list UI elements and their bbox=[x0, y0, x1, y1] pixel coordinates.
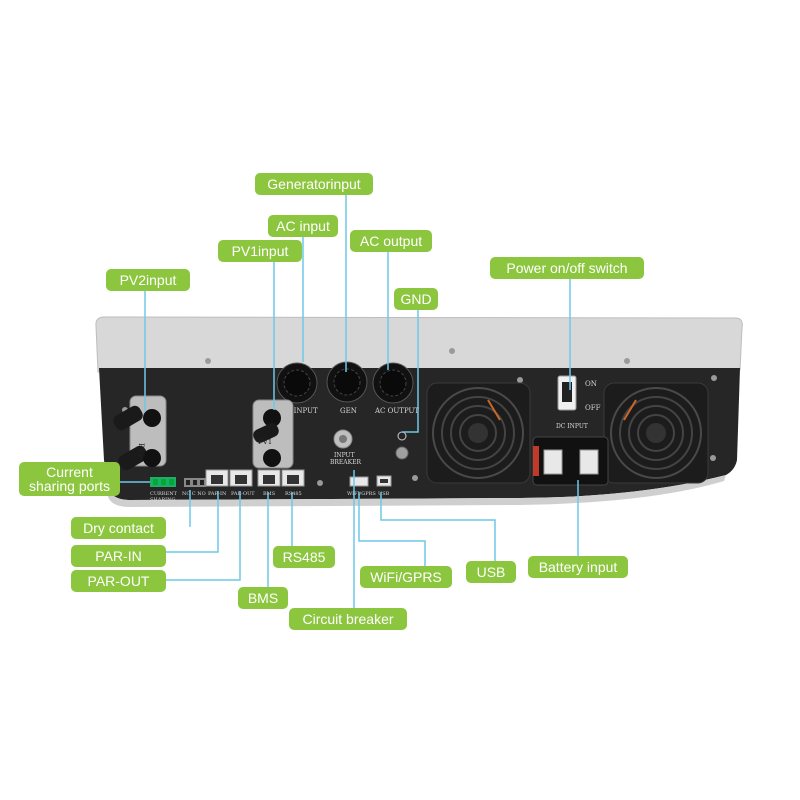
callout-ac-input: AC input bbox=[268, 215, 338, 237]
callout-par-in: PAR-IN bbox=[71, 545, 166, 567]
ac-input-gland bbox=[276, 362, 318, 404]
panel-label-off: OFF bbox=[585, 404, 601, 412]
panel-label-current-sharing-1: CURRENT bbox=[150, 491, 178, 497]
callout-current-sharing-line1: Current bbox=[46, 464, 93, 480]
leader-lines bbox=[120, 191, 579, 608]
dry-contact-port bbox=[184, 478, 206, 487]
power-switch bbox=[557, 375, 577, 411]
panel-label-input-breaker-1: INPUT bbox=[334, 452, 355, 459]
cooling-fan-right bbox=[603, 382, 709, 484]
current-sharing-port bbox=[150, 477, 176, 487]
panel-label-nc-c-no: NC C NO bbox=[182, 491, 206, 497]
callout-circuit-breaker: Circuit breaker bbox=[289, 608, 407, 630]
cooling-fan-left bbox=[426, 382, 531, 484]
callout-usb: USB bbox=[466, 561, 516, 583]
callout-rs485: RS485 bbox=[273, 546, 335, 568]
panel-label-gen: GEN bbox=[340, 407, 357, 415]
pv1-connectors bbox=[252, 399, 294, 469]
rj45-par-out bbox=[229, 469, 253, 487]
wifi-gprs-port bbox=[349, 476, 369, 487]
panel-label-ac-input: AC INPUT bbox=[280, 407, 318, 415]
panel-label-wifi-gprs: WIFI/GPRS bbox=[347, 491, 376, 497]
callout-generator-input: Generatorinput bbox=[255, 173, 373, 195]
housing-bottom-bevel bbox=[108, 475, 726, 507]
callout-par-out: PAR-OUT bbox=[71, 570, 166, 592]
callout-gnd: GND bbox=[394, 288, 438, 310]
panel-label-current-sharing-2: SHARING bbox=[150, 497, 176, 503]
callout-power-switch: Power on/off switch bbox=[490, 257, 644, 279]
callout-wifi-gprs: WiFi/GPRS bbox=[360, 566, 452, 588]
panel-label-rs485: RS485 bbox=[285, 491, 302, 497]
panel-label-bms: BMS bbox=[263, 491, 276, 497]
panel-label-pv1: PV1 bbox=[258, 438, 272, 446]
rj45-bms bbox=[257, 469, 281, 487]
callout-dry-contact: Dry contact bbox=[71, 517, 166, 539]
callout-ac-output: AC output bbox=[350, 230, 432, 252]
input-breaker bbox=[333, 429, 353, 449]
panel-label-par-out: PAR-OUT bbox=[231, 491, 255, 497]
callout-pv1-input: PV1input bbox=[218, 240, 302, 262]
rj45-par-in bbox=[205, 469, 229, 487]
battery-connector bbox=[532, 436, 609, 486]
callout-battery-input: Battery input bbox=[528, 556, 628, 578]
rj45-rs485 bbox=[281, 469, 305, 487]
panel-label-usb: USB bbox=[378, 491, 390, 497]
callout-pv2-input: PV2input bbox=[106, 269, 190, 291]
callout-current-sharing-line2: sharing ports bbox=[29, 478, 110, 494]
callout-bms: BMS bbox=[238, 587, 288, 609]
panel-label-input-breaker-2: BREAKER bbox=[330, 459, 362, 466]
panel-label-on: ON bbox=[585, 380, 597, 388]
panel-label-pv2: PV2 bbox=[137, 443, 145, 457]
pv2-connectors bbox=[113, 395, 167, 471]
callout-current-sharing: Current sharing ports bbox=[19, 462, 120, 496]
ac-output-gland bbox=[372, 362, 414, 404]
gen-gland bbox=[326, 361, 368, 403]
usb-port bbox=[376, 475, 392, 487]
panel-label-ac-output: AC OUTPUT bbox=[374, 407, 419, 415]
panel-label-dc-input: DC INPUT bbox=[556, 423, 588, 430]
top-cover bbox=[95, 316, 743, 373]
